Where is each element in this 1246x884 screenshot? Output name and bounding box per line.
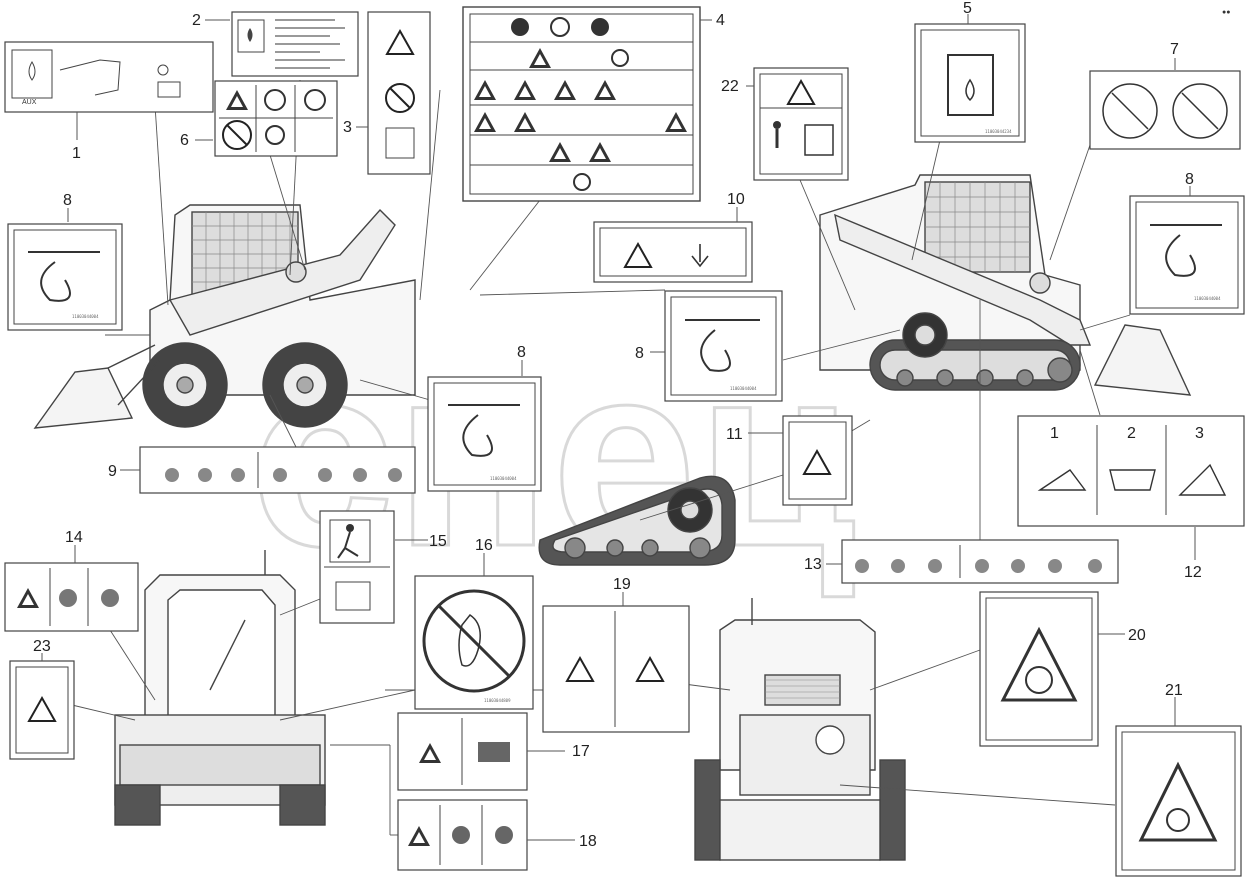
callout-8-right: 8	[1185, 171, 1194, 188]
decal-7	[1089, 70, 1241, 150]
callout-21: 21	[1165, 682, 1183, 699]
decal-8-center-top-code: 11003044004	[730, 386, 757, 391]
loader-front-view	[114, 550, 326, 826]
decal-13	[841, 539, 1119, 584]
decal-20	[979, 591, 1099, 747]
decal-5: 11003044234	[914, 23, 1026, 143]
decal-14	[4, 562, 139, 632]
decal-8-left: 11003044004	[7, 223, 123, 331]
decal-5-code: 11003044234	[985, 129, 1012, 134]
callout-22: 22	[721, 78, 739, 95]
callout-16: 16	[475, 537, 493, 554]
decal-3	[367, 11, 431, 175]
decal-8-right-code: 11003044004	[1194, 296, 1221, 301]
corner-mark: ●●	[1222, 9, 1230, 16]
decal-16-code: 11003044809	[484, 698, 511, 703]
decal-1-text: AUX	[22, 99, 37, 106]
decal-8-right: 11003044004	[1129, 195, 1245, 315]
callout-2: 2	[192, 12, 201, 29]
decal-9	[139, 446, 416, 494]
callout-19: 19	[613, 576, 631, 593]
decal-12-step-2: 2	[1127, 425, 1136, 442]
callout-7: 7	[1170, 41, 1179, 58]
decal-2	[231, 11, 359, 77]
callout-6: 6	[180, 132, 189, 149]
decal-8-center-bottom-code: 11003044004	[490, 476, 517, 481]
decal-8-left-code: 11003044004	[72, 314, 99, 319]
decal-8-center-bottom: 11003044004	[427, 376, 542, 492]
track-assembly	[538, 475, 736, 566]
tracked-loader-side-view	[819, 174, 1192, 396]
callout-3: 3	[343, 119, 352, 136]
callout-9: 9	[108, 463, 117, 480]
callout-5: 5	[963, 0, 972, 17]
callout-1: 1	[72, 145, 81, 162]
decal-18	[397, 799, 528, 871]
callout-20: 20	[1128, 627, 1146, 644]
callout-18: 18	[579, 833, 597, 850]
wheeled-skid-steer-side-view	[33, 204, 416, 429]
callout-14: 14	[65, 529, 83, 546]
callout-23: 23	[33, 638, 51, 655]
decal-23	[9, 660, 75, 760]
callout-10: 10	[727, 191, 745, 208]
callout-numbers: 1 2 3 4 5 6 7 8 8 8 8 9 10 11 12 13 14 1…	[33, 0, 1202, 850]
loader-rear-view	[694, 598, 906, 861]
decal-10	[593, 221, 753, 283]
decal-19	[542, 605, 690, 733]
decal-11	[782, 415, 853, 506]
decal-17	[397, 712, 528, 791]
decal-1: AUX	[4, 41, 214, 113]
callout-8-center-top: 8	[635, 345, 644, 362]
decal-16: 11003044809	[414, 575, 534, 710]
callout-8-left: 8	[63, 192, 72, 209]
decal-8-center-top: 11003044004	[664, 290, 783, 402]
decal-12-step-1: 1	[1050, 425, 1059, 442]
callout-11: 11	[726, 426, 743, 443]
decal-15	[319, 510, 395, 624]
callout-15: 15	[429, 533, 447, 550]
callout-4: 4	[716, 12, 725, 29]
callout-17: 17	[572, 743, 590, 760]
callout-13: 13	[804, 556, 822, 573]
decal-22	[753, 67, 849, 181]
callout-12: 12	[1184, 564, 1202, 581]
decal-21	[1115, 725, 1242, 877]
decal-12: 1 2 3	[1017, 415, 1245, 527]
decal-4	[462, 6, 701, 202]
callout-8-center-bottom: 8	[517, 344, 526, 361]
decal-12-step-3: 3	[1195, 425, 1204, 442]
decal-6	[214, 80, 338, 157]
